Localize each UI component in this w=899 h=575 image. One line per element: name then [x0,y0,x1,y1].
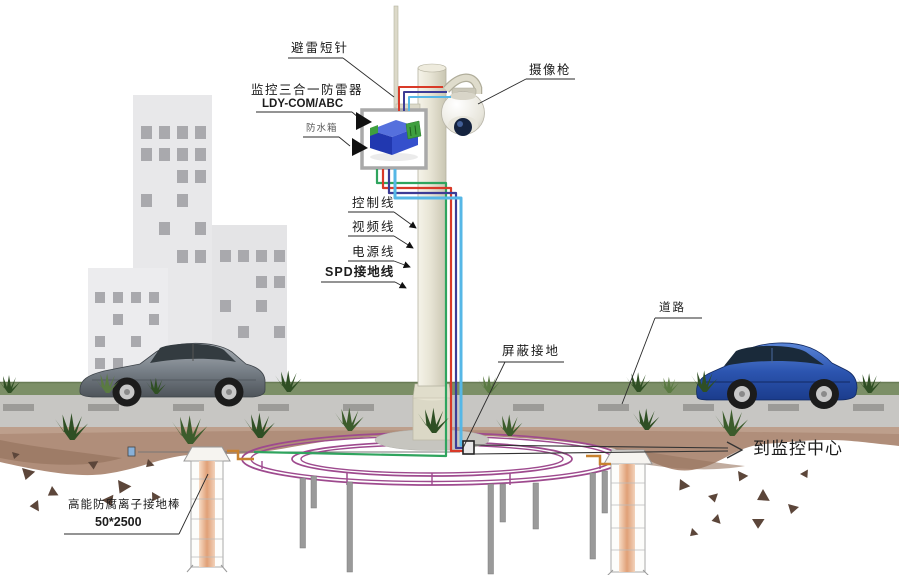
car-right [696,342,858,409]
ion-ground-rod-left [183,446,231,573]
cable-control [393,169,463,439]
label-control-cable: 控制线 [352,196,396,210]
label-ion-ground-rod: 高能防腐离子接地棒 [68,499,181,511]
label-waterproof-box: 防水箱 [306,123,338,134]
lane-markings [3,404,884,411]
cable-power [387,169,458,439]
label-power-cable: 电源线 [352,245,396,259]
label-shield-ground: 屏蔽接地 [502,344,561,358]
label-spd-ground-cable: SPD接地线 [325,265,395,279]
ion-ground-rod-right [603,449,653,575]
dome-camera [441,73,485,136]
conduit-connector [462,440,475,455]
label-leaders [64,57,702,535]
ground-electrodes [299,470,608,575]
label-to-monitoring-center: 到监控中心 [753,439,843,458]
label-lightning-rod: 避雷短针 [291,41,350,55]
label-arrester-model: LDY-COM/ABC [262,98,344,110]
arrow-to-center [726,441,744,459]
spd-wire-to-ring [253,437,448,458]
surge-arrester-box [360,108,428,170]
label-arrester-name: 监控三合一防雷器 [251,83,364,97]
cables [253,86,464,458]
arrester-pointer-triangle [356,112,372,130]
cable-video [381,169,453,437]
lightning-rod-needle [393,5,399,109]
camera-lens [454,118,472,136]
label-video-cable: 视频线 [352,220,396,234]
label-camera: 摄像枪 [529,63,572,77]
surge-protector-device [370,120,422,155]
box-pointer-triangle [352,138,368,156]
cable-spd-ground [375,169,448,437]
bond-wires [227,449,611,466]
label-road: 道路 [659,302,686,314]
conduit-to-center [462,440,744,459]
car-left [79,342,266,407]
earth [0,427,899,476]
label-ion-ground-rod-spec: 50*2500 [95,515,142,529]
